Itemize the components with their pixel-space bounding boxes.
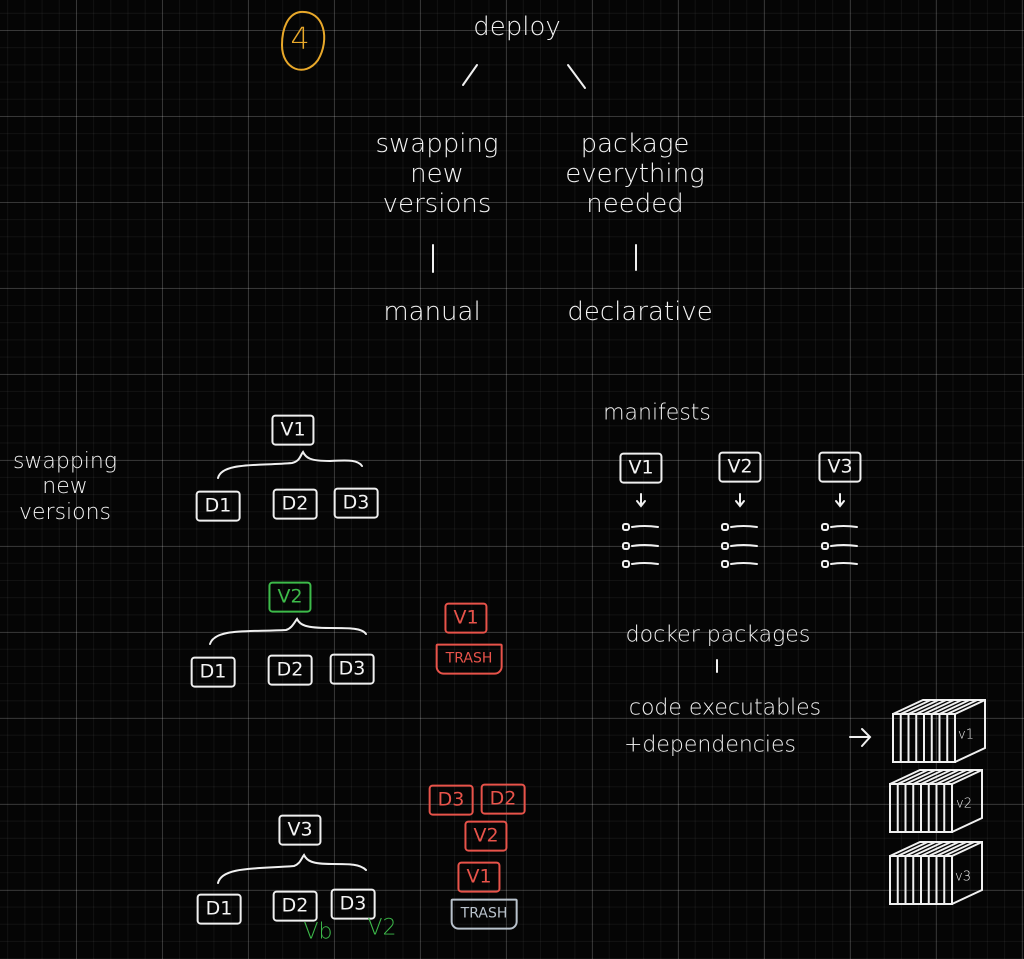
brace-stage2 [209, 617, 367, 645]
manifest-v2: V2 [718, 451, 762, 483]
container-rib [920, 841, 952, 905]
container-rib [912, 769, 945, 833]
list-bullet-icon [821, 542, 829, 550]
manifests-title: manifests [603, 400, 711, 426]
down-arrow-icon [835, 493, 845, 508]
container-rib [935, 841, 968, 905]
list-line [830, 525, 858, 528]
dep-box: D3 [330, 888, 376, 920]
list-bullet-icon [721, 542, 729, 550]
step-circle [280, 10, 326, 71]
version-box-v3: V3 [278, 814, 322, 846]
dep-box: D2 [272, 488, 318, 520]
version-box-v1: V1 [271, 414, 315, 446]
brace-stage3 [217, 853, 367, 884]
list-line [631, 544, 659, 547]
container-rib [896, 841, 929, 905]
list-bullet-icon [721, 560, 729, 568]
list-bullet-icon [821, 523, 829, 531]
version-box-v2-new: V2 [268, 581, 312, 613]
container-rib [930, 699, 963, 763]
container-rib [946, 699, 979, 763]
container-rib [899, 699, 932, 763]
result-manual: manual [383, 297, 481, 328]
container-rib [912, 841, 945, 905]
trash-bin: TRASH [450, 898, 518, 930]
list-bullet-icon [721, 523, 729, 531]
container-rib [927, 841, 960, 905]
list-line [830, 562, 858, 565]
trashed-d2: D2 [480, 783, 526, 815]
trashed-v1: V1 [457, 861, 501, 893]
list-line [830, 544, 858, 547]
container-icon [889, 841, 983, 905]
container-rib [943, 841, 976, 905]
container-label: v2 [956, 796, 972, 812]
list-bullet-icon [821, 560, 829, 568]
result-declarative: declarative [567, 297, 713, 328]
list-line [730, 525, 758, 528]
branch-swapping: swapping new versions [375, 129, 499, 219]
docker-desc-1: code executables [628, 695, 822, 721]
dep-box: D2 [272, 890, 318, 922]
docker-desc-2: +dependencies [623, 732, 797, 758]
container-rib [938, 699, 971, 763]
dep-box: D1 [196, 893, 242, 925]
dep-box: D3 [329, 653, 375, 685]
container-rib [935, 769, 968, 833]
dep-note: Vb [303, 919, 333, 945]
step-number: 4 [290, 21, 310, 57]
brace-stage1 [217, 450, 363, 479]
container-rib [904, 769, 937, 833]
dep-box: D1 [195, 490, 241, 522]
trashed-v2: V2 [464, 820, 508, 852]
dep-note: V2 [367, 915, 397, 941]
container-rib [927, 769, 960, 833]
container-label: v3 [955, 869, 971, 885]
dep-box: D1 [190, 656, 236, 688]
container-rib [907, 699, 940, 763]
list-line [730, 562, 758, 565]
root-deploy: deploy [473, 12, 561, 43]
branch-package: package everything needed [565, 129, 705, 219]
trashed-v1: V1 [444, 602, 488, 634]
container-icon [889, 769, 983, 833]
trash-bin: TRASH [435, 643, 503, 675]
container-rib [915, 699, 948, 763]
dep-box: D2 [267, 654, 313, 686]
container-rib [896, 769, 929, 833]
container-label: v1 [958, 727, 974, 743]
list-bullet-icon [622, 560, 630, 568]
container-rib [943, 769, 976, 833]
list-bullet-icon [622, 542, 630, 550]
down-arrow-icon [636, 493, 646, 508]
list-line [631, 525, 659, 528]
manifest-v1: V1 [619, 452, 663, 484]
dep-box: D3 [333, 487, 379, 519]
container-rib [904, 841, 937, 905]
down-arrow-icon [735, 493, 745, 508]
container-rib [923, 699, 955, 763]
trashed-d3: D3 [428, 784, 474, 816]
container-icon [892, 699, 986, 763]
swapping-title: swapping new versions [12, 449, 118, 525]
list-line [631, 562, 659, 565]
list-bullet-icon [622, 523, 630, 531]
container-rib [920, 769, 952, 833]
docker-title: docker packages [625, 622, 811, 648]
list-line [730, 544, 758, 547]
manifest-v3: V3 [818, 451, 862, 483]
